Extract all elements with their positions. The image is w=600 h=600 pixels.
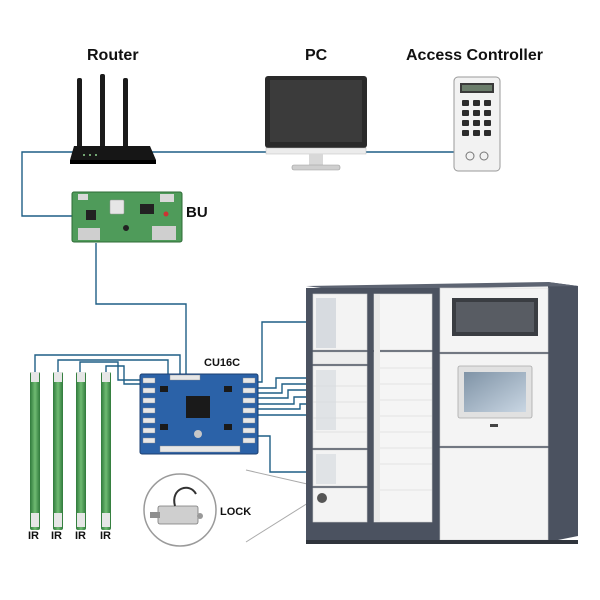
wire-router-bu	[21, 151, 76, 217]
lock-icon	[143, 473, 217, 547]
lock-label: LOCK	[220, 506, 252, 518]
wire-ir-3	[79, 361, 140, 381]
control-board-icon	[139, 373, 259, 455]
cu16c-label: CU16C	[204, 357, 241, 369]
wire-cu-locker-top	[258, 321, 316, 383]
wire-cu-locker-3	[258, 389, 316, 399]
wire-bu-cu16c	[95, 243, 187, 374]
wire-lock-connector	[245, 469, 317, 487]
wire-cu-locker-4	[258, 396, 316, 405]
router-icon	[70, 74, 156, 164]
router-label: Router	[87, 47, 139, 64]
ir-label-4: IR	[100, 530, 111, 542]
pc-label: PC	[305, 47, 328, 64]
keypad-icon	[453, 76, 501, 172]
wire-ir-4	[105, 365, 140, 385]
pcb-board-icon	[71, 191, 183, 243]
monitor-icon	[265, 76, 367, 171]
bu-label: BU	[186, 204, 208, 221]
ir-label-3: IR	[75, 530, 86, 542]
wire-cu-locker-bottom	[258, 435, 316, 473]
wire-ir-2	[57, 359, 169, 374]
ir-label-1: IR	[28, 530, 39, 542]
access-controller-label: Access Controller	[406, 47, 543, 64]
ir-label-2: IR	[51, 530, 62, 542]
ir-sensor-icon	[30, 372, 111, 530]
wire-cu-locker-1	[258, 377, 316, 389]
locker-cabinet-icon	[306, 282, 578, 544]
wire-cu-locker-2	[258, 383, 316, 394]
wire-lock-connector-2	[245, 497, 317, 543]
wire-ir-1	[34, 354, 181, 374]
